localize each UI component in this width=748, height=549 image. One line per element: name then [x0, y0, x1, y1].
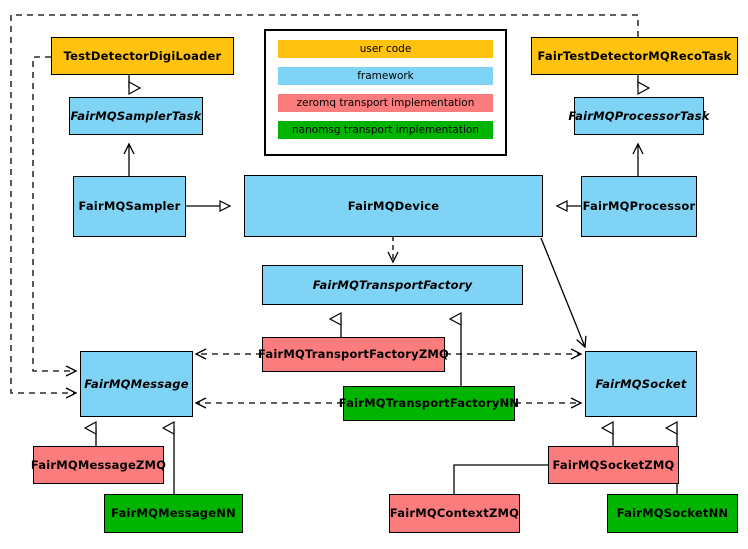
node-test-detector-digi-loader[interactable]: TestDetectorDigiLoader [51, 37, 234, 75]
node-label: FairMQMessageZMQ [30, 457, 167, 472]
legend-item-zeromq: zeromq transport implementation [278, 94, 493, 112]
node-fairmq-transport-factory-zmq[interactable]: FairMQTransportFactoryZMQ [258, 337, 449, 372]
node-label: FairMQMessageNN [111, 506, 236, 521]
node-label: FairMQProcessorTask [568, 108, 710, 123]
node-label: FairTestDetectorMQRecoTask [537, 48, 732, 63]
node-fairmq-context-zmq[interactable]: FairMQContextZMQ [389, 494, 520, 533]
node-label: FairMQMessage [84, 376, 189, 391]
legend-label: framework [357, 70, 414, 82]
legend-label: nanomsg transport implementation [292, 124, 479, 136]
node-fairmq-socket[interactable]: FairMQSocket [585, 351, 697, 417]
node-fairmq-device[interactable]: FairMQDevice [244, 175, 543, 237]
node-fairmq-sampler-task[interactable]: FairMQSamplerTask [69, 97, 203, 135]
legend-item-user-code: user code [278, 40, 493, 58]
node-fairmq-socket-zmq[interactable]: FairMQSocketZMQ [548, 446, 679, 484]
edge-digiloader-message [32, 56, 78, 377]
edge-device-socket [540, 237, 587, 349]
node-fairmq-sampler[interactable]: FairMQSampler [73, 176, 186, 237]
edge-recotask-message [10, 14, 639, 399]
node-label: FairMQTransportFactory [312, 277, 473, 292]
legend-panel: user code framework zeromq transport imp… [264, 29, 507, 156]
node-fairmq-socket-nn[interactable]: FairMQSocketNN [607, 494, 738, 533]
node-fairmq-message[interactable]: FairMQMessage [80, 351, 193, 417]
legend-label: zeromq transport implementation [296, 97, 475, 109]
node-label: FairMQSocketZMQ [552, 457, 675, 472]
node-fairmq-message-nn[interactable]: FairMQMessageNN [104, 494, 243, 533]
legend-item-framework: framework [278, 67, 493, 85]
node-label: FairMQSocketNN [616, 506, 729, 521]
node-fairmq-transport-factory-nn[interactable]: FairMQTransportFactoryNN [339, 386, 519, 421]
legend-label: user code [359, 43, 412, 55]
node-label: FairMQSocket [595, 376, 687, 391]
node-label: FairMQSampler [78, 199, 181, 214]
node-label: FairMQProcessor [582, 199, 696, 214]
node-fair-test-detector-mq-reco-task[interactable]: FairTestDetectorMQRecoTask [531, 37, 738, 75]
node-label: FairMQTransportFactoryNN [338, 396, 520, 411]
node-fairmq-message-zmq[interactable]: FairMQMessageZMQ [30, 446, 167, 484]
node-fairmq-processor[interactable]: FairMQProcessor [581, 176, 697, 237]
node-label: TestDetectorDigiLoader [63, 48, 222, 63]
node-label: FairMQTransportFactoryZMQ [258, 347, 450, 362]
node-label: FairMQContextZMQ [389, 506, 520, 521]
node-label: FairMQDevice [347, 198, 440, 213]
node-fairmq-transport-factory[interactable]: FairMQTransportFactory [262, 265, 523, 305]
legend-item-nanomsg: nanomsg transport implementation [278, 121, 493, 139]
node-label: FairMQSamplerTask [70, 108, 202, 123]
node-fairmq-processor-task[interactable]: FairMQProcessorTask [568, 97, 709, 135]
